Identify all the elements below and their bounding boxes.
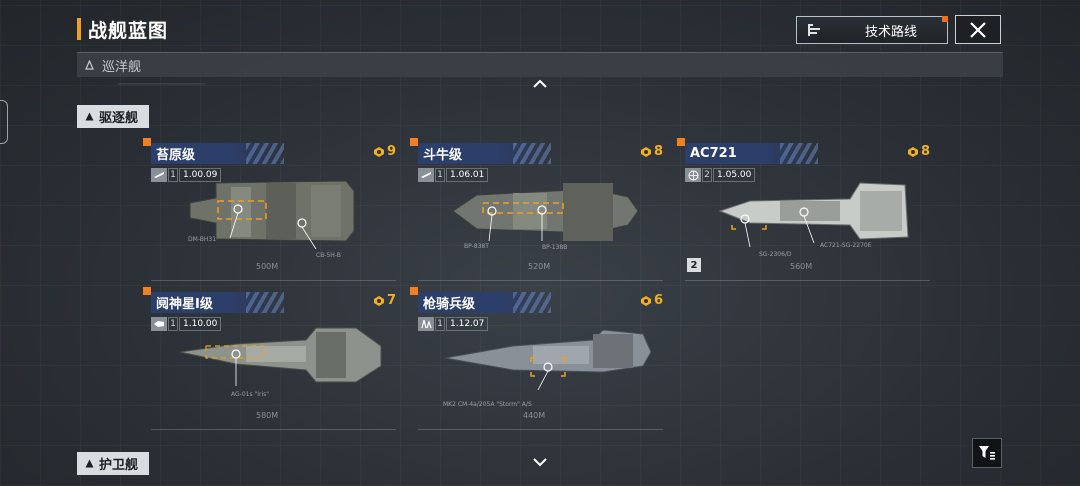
ship-name: 枪骑兵级 (423, 297, 476, 312)
ship-version-number: 1.12.07 (446, 317, 489, 331)
gun-icon (151, 168, 167, 182)
ship-card[interactable]: AC721 8 2 1.05.00 SG-2306/D AC721-SG-227… (677, 138, 930, 281)
weapon-caption: MK2 CM-4a/205A "Storm" A/S (443, 401, 532, 408)
section-cruiser[interactable]: 巡洋舰 (77, 52, 1003, 77)
ship-version: 1 1.06.01 (418, 168, 489, 182)
ship-version: 1 1.00.09 (151, 168, 222, 182)
new-flag (143, 287, 151, 295)
ship-blueprint-image (718, 182, 909, 248)
ship-length: 520M (528, 262, 551, 271)
ship-length: 440M (523, 411, 546, 420)
ship-cost: 7 (373, 293, 396, 308)
ship-cost: 9 (373, 144, 396, 159)
section-frigate[interactable]: 护卫舰 (77, 452, 149, 475)
ship-version: 2 1.05.00 (685, 168, 756, 182)
cost-icon (907, 146, 918, 157)
ship-name-bar: 枪骑兵级 (418, 292, 551, 313)
triangle-up-icon (85, 459, 94, 468)
side-drawer-handle[interactable] (0, 100, 8, 144)
notification-dot (942, 16, 948, 22)
ship-tier: 1 (168, 168, 178, 182)
ship-blueprint-image (179, 327, 382, 386)
weapon-caption: BP-838T (464, 243, 489, 250)
title-accent (77, 18, 81, 40)
section-frigate-label: 护卫舰 (99, 458, 139, 473)
cost-icon (640, 146, 651, 157)
section-cruiser-label: 巡洋舰 (102, 59, 142, 75)
chevron-down-icon[interactable] (531, 456, 549, 468)
ship-name-bar: 斗牛级 (418, 143, 551, 164)
ship-card[interactable]: 阋神星I级 7 1 1.10.00 AG-01s "Iris" 580M (143, 287, 396, 430)
ship-length: 560M (790, 262, 813, 271)
weapon-caption: DM-BH31 (188, 236, 217, 243)
new-flag (410, 287, 418, 295)
globe-icon (685, 168, 701, 182)
ship-name: 斗牛级 (423, 148, 463, 163)
weapon-caption: AG-01s "Iris" (231, 391, 270, 398)
triangle-up-icon (85, 60, 94, 70)
ship-cost: 8 (640, 144, 663, 159)
ship-tier: 1 (435, 317, 445, 331)
ship-cost-value: 9 (386, 144, 396, 159)
ship-tier: 1 (435, 168, 445, 182)
ship-card[interactable]: 苔原级 9 1 1.00.09 DM-BH31 CB-5H-B 500M (143, 138, 396, 281)
ship-tier: 1 (168, 317, 178, 331)
ship-cost-value: 7 (386, 293, 396, 308)
ship-cost-value: 6 (653, 293, 663, 308)
ship-version-number: 1.10.00 (179, 317, 222, 331)
tech-tree-icon (808, 24, 820, 36)
weapon-caption: SG-2306/D (759, 251, 792, 258)
page-title: 战舰蓝图 (88, 20, 169, 42)
new-flag (143, 138, 151, 146)
ship-name: 苔原级 (156, 148, 196, 163)
ship-cost: 8 (907, 144, 930, 159)
ship-name: AC721 (690, 146, 737, 161)
close-button[interactable] (955, 15, 1001, 44)
ship-icon (151, 317, 167, 331)
ship-blueprint-image (189, 180, 355, 250)
ship-version-number: 1.06.01 (446, 168, 489, 182)
ship-card[interactable]: 枪骑兵级 6 1 1.12.07 MK2 CM-4a/205A "Storm" … (410, 287, 663, 430)
ship-cost: 6 (640, 293, 663, 308)
ship-version-number: 1.05.00 (713, 168, 756, 182)
count-badge: 2 (687, 258, 701, 272)
new-flag (677, 138, 685, 146)
close-icon (970, 21, 986, 38)
ship-name: 阋神星I级 (156, 297, 213, 312)
ship-tier: 2 (702, 168, 712, 182)
ship-version: 1 1.10.00 (151, 317, 222, 331)
ship-cost-value: 8 (653, 144, 663, 159)
section-destroyer-label: 驱逐舰 (99, 111, 139, 126)
chevron-up-icon[interactable] (531, 78, 549, 90)
weapon-caption: BP-138B (542, 244, 568, 251)
ship-length: 500M (256, 262, 279, 271)
tech-route-label: 技术路线 (865, 24, 918, 40)
ship-blueprint-image (444, 329, 652, 391)
weapon-caption: AC721-SG-2270E (820, 242, 872, 249)
ship-version-number: 1.00.09 (179, 168, 222, 182)
ship-name-bar: 阋神星I级 (151, 292, 284, 313)
triangle-up-icon (85, 112, 94, 121)
ship-name-bar: 苔原级 (151, 143, 284, 164)
ship-card[interactable]: 斗牛级 8 1 1.06.01 BP-838T BP-138B 520M (410, 138, 663, 281)
ship-blueprint-image (452, 183, 639, 242)
new-flag (410, 138, 418, 146)
missile-icon (418, 317, 434, 331)
cost-icon (373, 295, 384, 306)
ship-name-bar: AC721 (685, 143, 818, 164)
filter-icon (979, 446, 995, 460)
cost-icon (640, 295, 651, 306)
ship-length: 580M (256, 411, 279, 420)
weapon-caption: CB-5H-B (316, 252, 341, 259)
cost-icon (373, 146, 384, 157)
blueprint-bg-text: ──────────────── (118, 80, 205, 90)
tech-route-button[interactable]: 技术路线 (796, 16, 948, 44)
filter-button[interactable] (972, 438, 1002, 468)
ship-version: 1 1.12.07 (418, 317, 489, 331)
gun-icon (418, 168, 434, 182)
ship-cost-value: 8 (920, 144, 930, 159)
section-destroyer[interactable]: 驱逐舰 (77, 105, 149, 128)
